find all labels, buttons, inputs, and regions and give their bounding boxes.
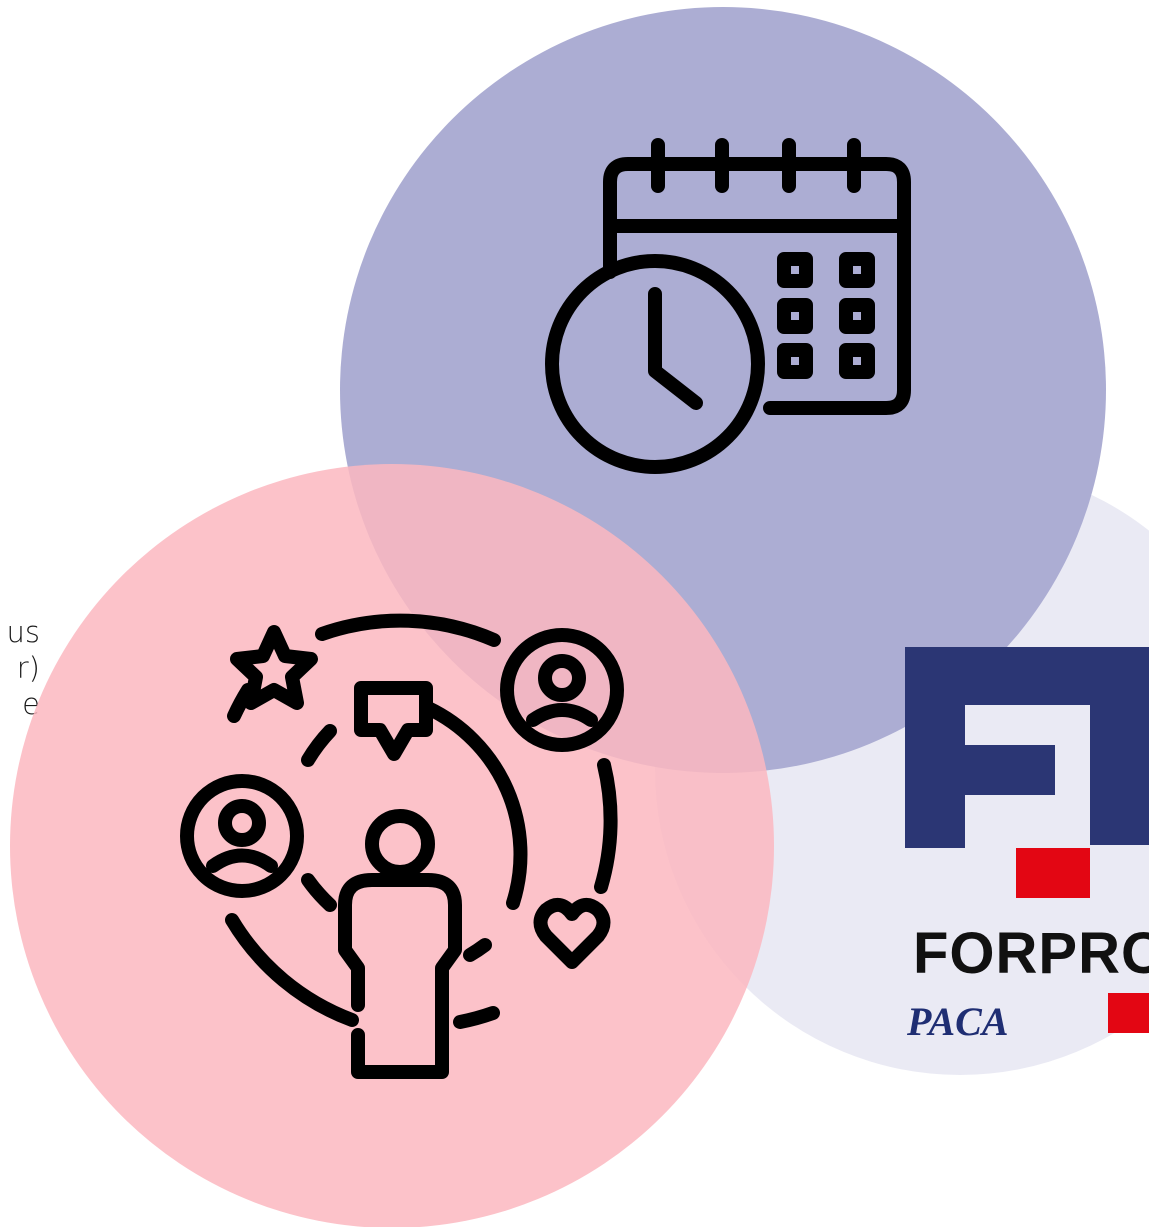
logo-region: PACA xyxy=(907,999,1009,1044)
cropped-text-line-2: r) xyxy=(16,651,40,685)
logo-red-block-small xyxy=(1090,845,1149,898)
forpro-logo-mark xyxy=(905,647,1149,1033)
logo-wordmark: FORPRO xyxy=(913,921,1149,986)
logo-red-block xyxy=(1016,848,1090,898)
logo-navy-shape xyxy=(905,647,1149,848)
community-network-icon xyxy=(180,613,624,1079)
people-circle xyxy=(10,464,774,1227)
logo-red-square xyxy=(1108,993,1149,1033)
calendar-clock-icon xyxy=(545,138,911,474)
cropped-text-line-1: us xyxy=(6,615,41,649)
